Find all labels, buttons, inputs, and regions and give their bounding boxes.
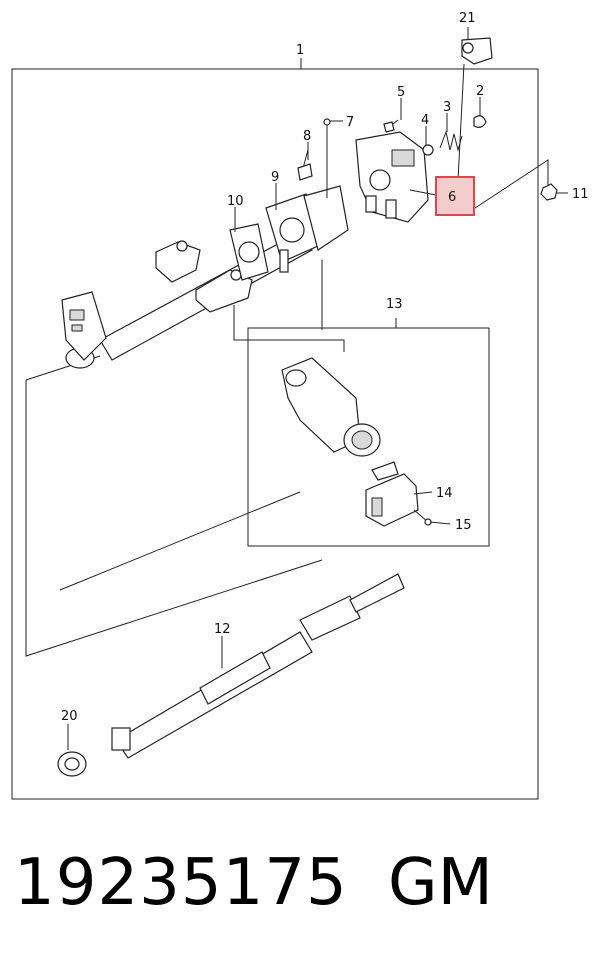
callout-7: 7 [346,115,354,130]
callout-1: 1 [296,43,304,58]
flange-bracket [265,185,349,273]
pin-7 [323,118,331,198]
diagram-frame [11,68,539,800]
steering-column-exploded-diagram: 1 2 3 4 5 6 7 8 9 10 11 12 13 14 15 20 2… [11,11,589,800]
screw-15 [413,509,432,526]
bushing-20 [57,724,87,777]
callout-4: 4 [421,113,429,128]
callout-13: 13 [386,297,403,312]
callout-10: 10 [227,194,244,209]
callout-3: 3 [443,100,451,115]
washer-4 [422,144,434,156]
clip-2 [473,115,487,128]
callout-12: 12 [214,622,231,637]
highlight-box [435,176,475,216]
callout-21: 21 [459,11,476,26]
lock-housing [355,131,429,223]
subassembly-box [247,327,490,547]
bolt-8 [297,149,313,181]
part-number: 19235175 [14,846,348,920]
callout-8: 8 [303,129,311,144]
callout-20: 20 [61,709,78,724]
callout-14: 14 [436,486,453,501]
callout-6: 6 [448,190,456,205]
nut-11 [540,183,558,201]
callout-15: 15 [455,518,472,533]
part-21 [457,27,493,181]
callout-9: 9 [271,170,279,185]
callout-5: 5 [397,85,405,100]
ignition-lock-assembly [281,357,381,457]
spring-3 [439,130,463,152]
brand-name: GM [388,846,493,920]
callout-11: 11 [572,187,589,202]
intermediate-shaft [111,573,405,759]
callout-2: 2 [476,84,484,99]
screw-5 [383,119,399,133]
mounting-brackets [155,240,253,313]
switch-14 [365,461,419,527]
gasket-plate [229,223,269,281]
